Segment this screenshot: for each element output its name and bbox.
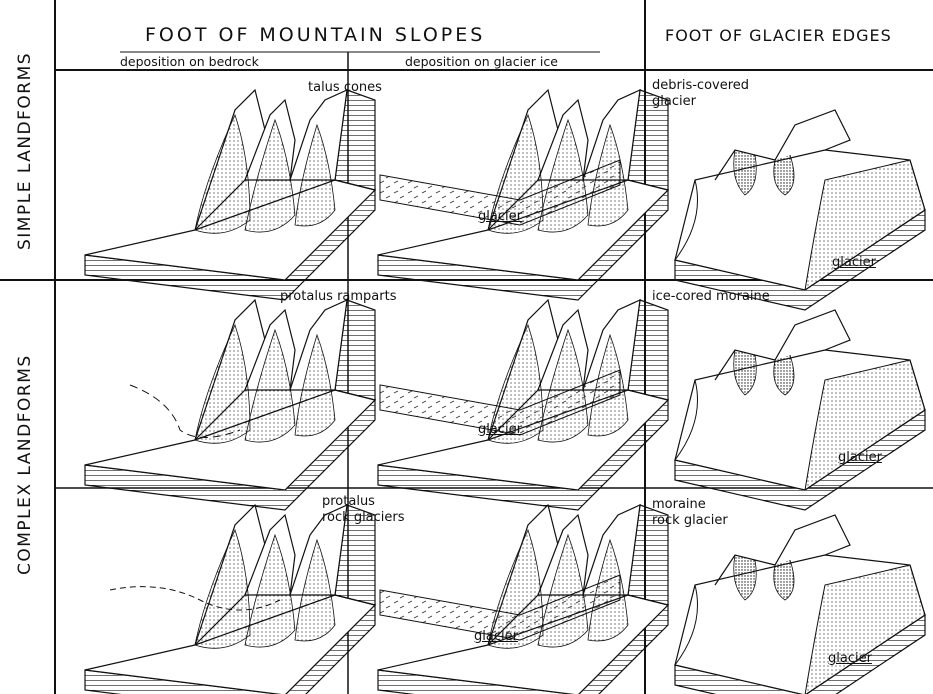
debris-covered-glacier-diagram: [675, 110, 925, 310]
label-glacier-r2-c2: glacier: [478, 422, 522, 437]
label-glacier-r2-c3: glacier: [838, 450, 882, 465]
label-protalus-ramparts: protalus ramparts: [280, 289, 397, 304]
label-moraine-rg-1: moraine: [652, 497, 706, 512]
talus-cones-bedrock-diagram: [85, 90, 375, 300]
label-glacier-r3-c3: glacier: [828, 651, 872, 666]
label-glacier-r1-c3: glacier: [832, 255, 876, 270]
moraine-rock-glacier-diagram: [675, 515, 925, 694]
protalus-rock-glaciers-diagram: [85, 505, 375, 694]
header-glacier-edges: FOOT OF GLACIER EDGES: [665, 26, 892, 45]
label-ice-cored-moraine: ice-cored moraine: [652, 289, 770, 304]
label-protalus-rg-1: protalus: [322, 494, 375, 509]
subheader-glacier-ice: deposition on glacier ice: [405, 54, 558, 69]
label-debris-covered-2: glacier: [652, 94, 696, 109]
label-glacier-r3-c2: glacier: [474, 629, 518, 644]
subheader-bedrock: deposition on bedrock: [120, 54, 259, 69]
protalus-ramparts-diagram: [85, 300, 375, 510]
ice-cored-moraine-diagram: [675, 310, 925, 510]
label-glacier-r1-c2: glacier: [478, 209, 522, 224]
row-label-complex: COMPLEX LANDFORMS: [15, 365, 35, 575]
header-mountain-slopes: FOOT OF MOUNTAIN SLOPES: [145, 24, 485, 46]
label-talus-cones: talus cones: [308, 80, 382, 95]
row-label-simple: SIMPLE LANDFORMS: [15, 90, 35, 250]
label-debris-covered-1: debris-covered: [652, 78, 749, 93]
label-protalus-rg-2: rock glaciers: [322, 510, 405, 525]
label-moraine-rg-2: rock glacier: [652, 513, 728, 528]
